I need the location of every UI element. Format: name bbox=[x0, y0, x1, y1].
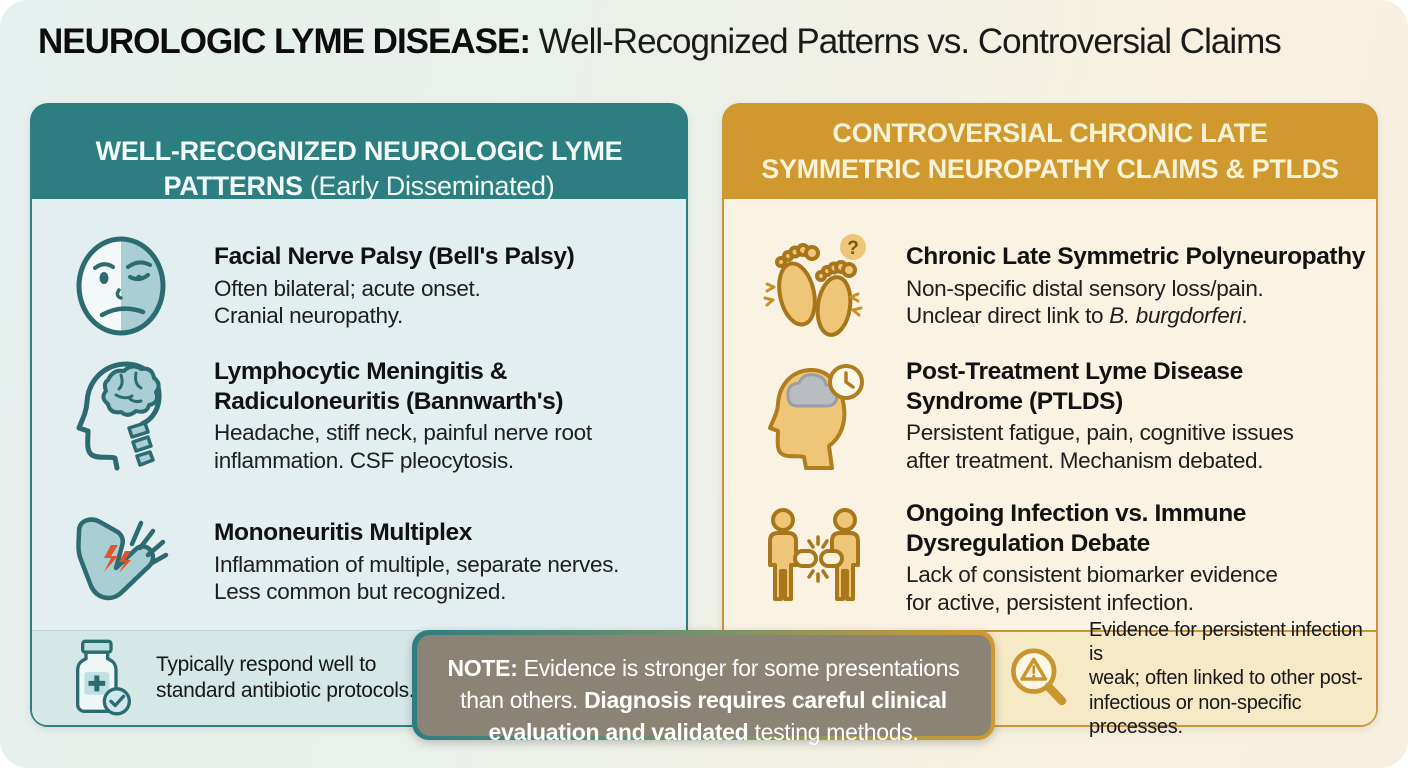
item-text: Lymphocytic Meningitis & Radiculoneuriti… bbox=[214, 357, 678, 476]
body-suffix: . bbox=[1241, 303, 1248, 329]
right-footer-text: Evidence for persistent infection is wea… bbox=[1089, 618, 1363, 739]
feet-question-icon: ? bbox=[754, 232, 872, 340]
left-header-normal: (Early Disseminated) bbox=[302, 171, 555, 202]
page-title-rest: Well-Recognized Patterns vs. Controversi… bbox=[530, 22, 1282, 61]
brain-fog-clock-icon bbox=[754, 360, 872, 472]
magnifier-warning-icon bbox=[1004, 642, 1076, 716]
item-text: Ongoing Infection vs. Immune Dysregulati… bbox=[906, 499, 1368, 618]
item-body: Inflammation of multiple, separate nerve… bbox=[214, 551, 620, 605]
item-text: Mononeuritis Multiplex Inflammation of m… bbox=[214, 518, 678, 607]
item-title: Post-Treatment Lyme Disease Syndrome (PT… bbox=[906, 357, 1243, 415]
item-body: Headache, stiff neck, painful nerve root… bbox=[214, 420, 592, 474]
controversial-panel-header: CONTROVERSIAL CHRONIC LATE SYMMETRIC NEU… bbox=[723, 104, 1377, 199]
left-footer-text: Typically respond well to standard antib… bbox=[156, 653, 415, 702]
item-title: Lymphocytic Meningitis & Radiculoneuriti… bbox=[214, 357, 564, 415]
people-broken-link-icon bbox=[754, 505, 872, 611]
list-item-meningitis: Lymphocytic Meningitis & Radiculoneuriti… bbox=[32, 351, 678, 481]
note-bold-lead: NOTE: bbox=[447, 655, 518, 682]
list-item-debate: Ongoing Infection vs. Immune Dysregulati… bbox=[724, 493, 1368, 623]
arm-nerve-pain-icon bbox=[62, 513, 180, 611]
list-item-ptlds: Post-Treatment Lyme Disease Syndrome (PT… bbox=[724, 351, 1368, 481]
item-text: Chronic Late Symmetric Polyneuropathy No… bbox=[906, 242, 1368, 331]
controversial-panel: CONTROVERSIAL CHRONIC LATE SYMMETRIC NEU… bbox=[722, 103, 1378, 738]
item-body: Often bilateral; acute onset. Cranial ne… bbox=[214, 275, 481, 329]
well-recognized-panel: WELL-RECOGNIZED NEUROLOGIC LYME PATTERNS… bbox=[30, 103, 688, 727]
list-item-polyneuropathy: ? Chronic Late Symmetric Polyneuropathy … bbox=[724, 227, 1368, 345]
item-text: Post-Treatment Lyme Disease Syndrome (PT… bbox=[906, 357, 1368, 476]
brain-spine-icon bbox=[62, 358, 180, 474]
item-title: Chronic Late Symmetric Polyneuropathy bbox=[906, 242, 1365, 270]
antibiotic-bottle-icon bbox=[66, 638, 136, 718]
item-body: Non-specific distal sensory loss/pain. U… bbox=[906, 275, 1368, 331]
well-recognized-panel-header: WELL-RECOGNIZED NEUROLOGIC LYME PATTERNS… bbox=[31, 104, 687, 202]
note-normal-tail: testing methods. bbox=[748, 718, 919, 745]
item-title: Mononeuritis Multiplex bbox=[214, 518, 472, 546]
page-title: NEUROLOGIC LYME DISEASE: Well-Recognized… bbox=[38, 22, 1282, 62]
note-bold-mid: Diagnosis requires careful clinical eval… bbox=[488, 687, 947, 745]
item-text: Facial Nerve Palsy (Bell's Palsy) Often … bbox=[214, 242, 678, 331]
page-title-bold: NEUROLOGIC LYME DISEASE: bbox=[38, 22, 531, 61]
body-italic-species: B. burgdorferi bbox=[1109, 303, 1242, 329]
note-text: NOTE: Evidence is stronger for some pres… bbox=[416, 634, 991, 745]
note-normal-mid: Evidence is stronger for some presentati… bbox=[460, 655, 960, 713]
body-prefix: Non-specific distal sensory loss/pain. U… bbox=[906, 275, 1264, 329]
right-header-text: CONTROVERSIAL CHRONIC LATE SYMMETRIC NEU… bbox=[761, 117, 1339, 184]
item-body: Lack of consistent biomarker evidence fo… bbox=[906, 562, 1278, 616]
item-title: Facial Nerve Palsy (Bell's Palsy) bbox=[214, 242, 575, 270]
list-item-facial-palsy: Facial Nerve Palsy (Bell's Palsy) Often … bbox=[32, 227, 678, 345]
note-box: NOTE: Evidence is stronger for some pres… bbox=[412, 630, 995, 745]
item-title: Ongoing Infection vs. Immune Dysregulati… bbox=[906, 499, 1246, 557]
asymmetric-face-icon bbox=[62, 234, 180, 338]
left-header-bold: WELL-RECOGNIZED NEUROLOGIC LYME PATTERNS bbox=[95, 135, 623, 202]
svg-text:?: ? bbox=[847, 238, 859, 259]
list-item-mononeuritis: Mononeuritis Multiplex Inflammation of m… bbox=[32, 503, 678, 621]
item-body: Persistent fatigue, pain, cognitive issu… bbox=[906, 420, 1294, 474]
